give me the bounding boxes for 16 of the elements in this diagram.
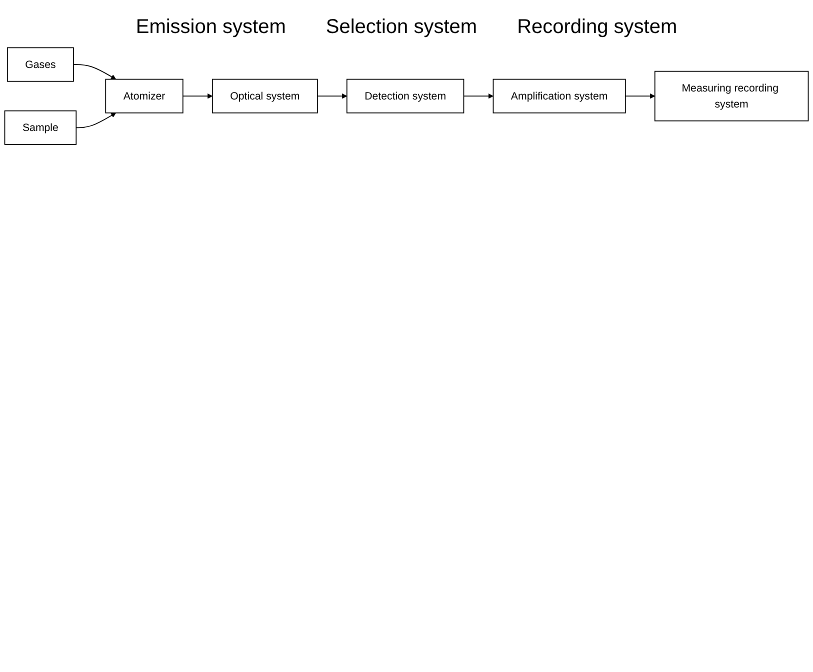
arrow	[76, 112, 116, 128]
node-box: Optical system	[212, 78, 318, 114]
system-label: Emission system	[136, 16, 286, 39]
arrow	[182, 94, 213, 99]
node-box: Atomizer	[105, 78, 184, 114]
system-label: Selection system	[326, 16, 478, 39]
arrow	[73, 64, 116, 80]
arrow	[316, 94, 348, 99]
node-box: Gases	[6, 47, 74, 82]
node-box: Sample	[4, 110, 77, 145]
node-box: Measuring recording system	[654, 70, 809, 122]
arrow	[463, 94, 494, 99]
system-label: Recording system	[517, 16, 678, 39]
arrow	[624, 94, 656, 99]
node-box: Detection system	[346, 78, 464, 114]
node-box: Amplification system	[492, 78, 626, 114]
